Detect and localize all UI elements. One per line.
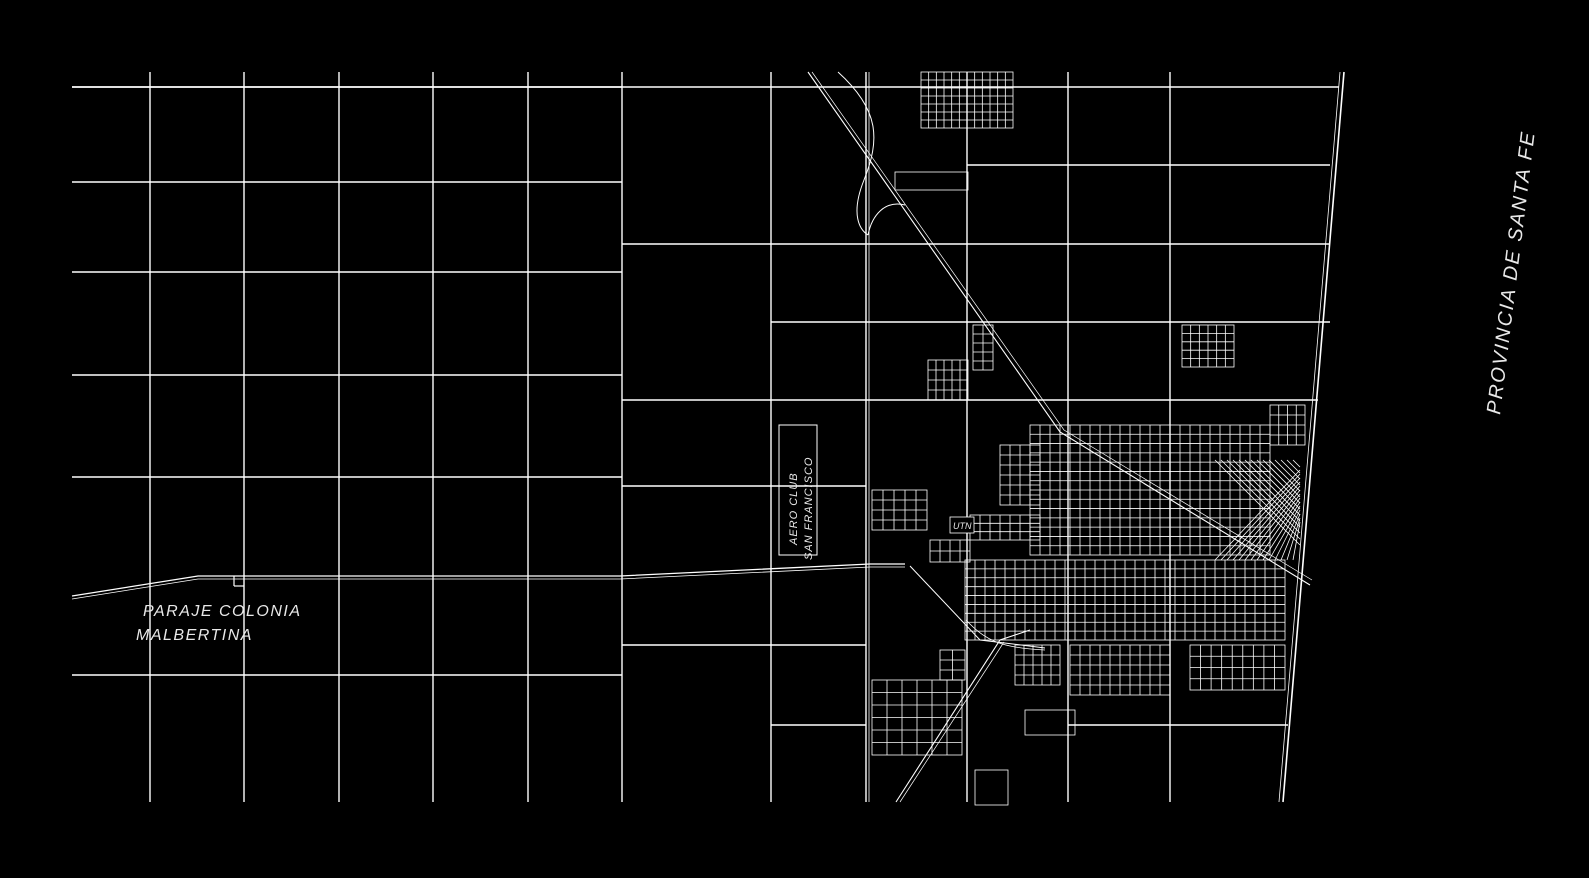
rail-branch	[965, 619, 1046, 651]
south-parcel	[1024, 709, 1076, 736]
diagonal-street	[1280, 513, 1301, 561]
diagonal-street	[1220, 473, 1301, 561]
diagonal-street	[1292, 459, 1301, 468]
interchange-ramp	[867, 203, 906, 236]
diagonal-street	[1262, 501, 1301, 561]
province-boundary-line	[1282, 71, 1345, 803]
diagonal-street	[1232, 481, 1301, 561]
diagonal-street	[1250, 493, 1301, 561]
diagonal-street	[1292, 521, 1301, 561]
diagonal-street	[1286, 459, 1301, 474]
railway-line	[811, 71, 1313, 581]
diagonal-street	[1286, 517, 1301, 561]
diagonal-street	[1268, 459, 1301, 492]
aero-club-label-line2: SAN FRANCISCO	[803, 457, 815, 560]
southwest-railway	[899, 641, 1005, 803]
utn-box	[949, 516, 975, 534]
south-parcel	[974, 769, 1009, 806]
diagonal-street	[1256, 459, 1301, 504]
aero-club-label-line1: AERO CLUB	[788, 472, 800, 546]
diagonal-street	[1214, 469, 1301, 561]
main-highway	[71, 563, 905, 597]
diagonal-street	[1220, 459, 1301, 540]
diagonal-street	[1238, 459, 1301, 522]
interchange-ramp	[837, 71, 875, 236]
diagonal-street	[1244, 489, 1301, 561]
utn-label: UTN	[953, 521, 972, 531]
small-subdivisions	[871, 71, 1235, 806]
paraje-label-line2: MALBERTINA	[136, 627, 253, 644]
diagonal-street	[1274, 459, 1301, 486]
diagonal-street	[1232, 459, 1301, 528]
diagonal-street	[1226, 477, 1301, 561]
aero-club-boundary	[778, 424, 818, 556]
diagonal-street	[1274, 509, 1301, 561]
roads-and-railways	[71, 71, 1313, 803]
north-park-parcel	[894, 171, 969, 191]
diagonal-street	[1250, 459, 1301, 510]
diagonal-street	[1262, 459, 1301, 498]
diagonal-street	[1280, 459, 1301, 480]
paraje-label-line1: PARAJE COLONIA	[143, 603, 302, 620]
diagonal-street	[1256, 497, 1301, 561]
province-boundary-line	[1278, 71, 1341, 803]
diagonal-street	[1268, 505, 1301, 561]
main-highway	[71, 566, 905, 600]
city-block-grid	[964, 404, 1306, 696]
